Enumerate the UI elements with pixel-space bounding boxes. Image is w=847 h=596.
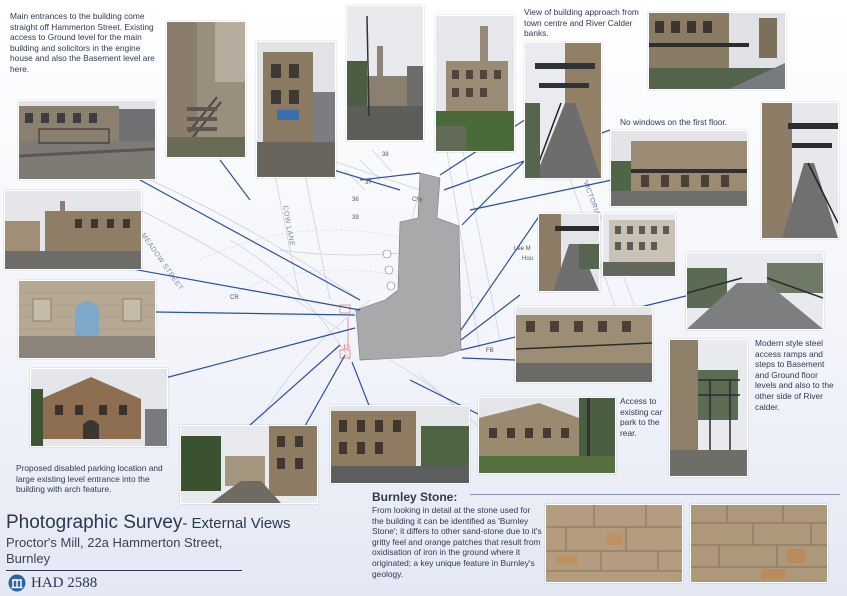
building-footprint [355,172,462,361]
photo-stone-closeup-1 [545,504,683,583]
photo-south-facade-ramp [515,306,653,383]
map-label-39: 39 [352,215,359,221]
photo-corner-building [330,405,470,484]
photo-hammerton-street [18,100,156,180]
photo-car-park-access [478,397,616,474]
photo-entrance-steps [166,21,246,158]
photo-cobbled-street [180,425,318,504]
page-title-sub: - External Views [182,515,291,532]
note-no-windows: No windows on the first floor. [620,117,728,127]
page-title-main: Photographic Survey [6,512,183,533]
note-car-park: Access to existing car park to the rear. [620,396,663,438]
photo-stone-closeup-2 [690,504,828,583]
logo: HAD 2588 [8,574,97,592]
page-title: Photographic Survey- External Views [6,512,291,534]
map-label-37: 37 [365,180,372,186]
address-line-2: Burnley [6,551,51,566]
note-steel-ramps: Modern style steel access ramps and step… [755,338,834,412]
photo-meadow-street [4,190,142,270]
note-main-entrances: Main entrances to the building come stra… [10,11,155,74]
photo-steel-steps [669,339,748,477]
map-label-38: 38 [382,152,389,158]
photo-gable-arch-feature [30,368,168,447]
photo-arched-door [18,280,156,359]
stone-divider [470,494,840,495]
photo-engine-house [256,41,336,178]
map-label-fb: FB [486,348,494,354]
photo-mill-chimney [435,15,515,152]
photo-walkway-canopy [524,42,602,179]
had-logo-icon [8,574,26,592]
photo-steel-ramp-upper [761,102,839,239]
address-line-1: Proctor's Mill, 22a Hammerton Street, [6,535,223,550]
map-label-19: 19 [343,345,350,351]
note-building-approach: View of building approach from town cent… [524,7,639,39]
stone-description: From looking in detail at the stone used… [372,505,542,579]
map-label-36: 36 [352,197,359,203]
photo-river-facade [648,12,786,90]
map-label-chy: Chy [412,197,423,203]
photo-modern-block [602,213,676,277]
note-disabled-parking: Proposed disabled parking location and l… [16,463,163,495]
photo-no-windows-first-floor [610,130,748,207]
stone-title: Burnley Stone: [372,490,458,504]
photo-chimney-street [346,5,424,141]
map-label-cr: CR [230,295,239,301]
map-label-lee: Lee M [514,246,531,252]
title-divider [6,570,242,571]
map-label-hou: Hou [522,256,534,262]
logo-text: HAD 2588 [31,574,98,591]
photo-riverside-railing [686,252,824,330]
photo-walkway-view [538,213,600,292]
